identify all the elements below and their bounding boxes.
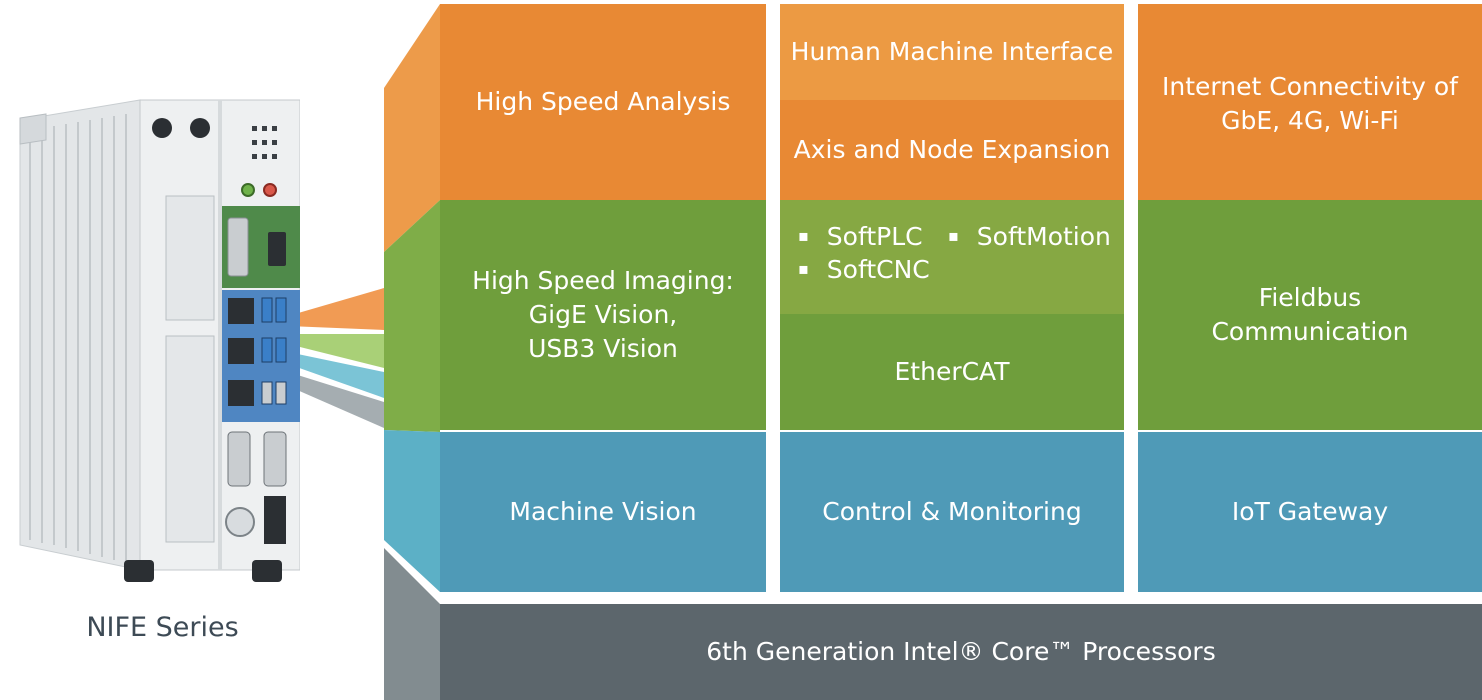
hmi-label: Human Machine Interface [790, 37, 1114, 66]
side-face-green [384, 200, 440, 432]
processor-base-bar: 6th Generation Intel® Core™ Processors [440, 604, 1482, 700]
fieldbus-line1: Fieldbus [1258, 283, 1362, 312]
control-monitoring-label: Control & Monitoring [822, 497, 1082, 526]
ray-blue [288, 352, 384, 398]
iot-gateway-cell: IoT Gateway [1138, 432, 1482, 592]
device-foot-1 [124, 560, 154, 582]
high-speed-imaging-line1: High Speed Imaging: [472, 266, 734, 295]
iot-gateway-label: IoT Gateway [1231, 497, 1389, 526]
softplc-item: SoftPLC [798, 222, 923, 251]
softcnc-label: SoftCNC [826, 255, 930, 284]
ray-green [288, 334, 384, 368]
com-port-2 [263, 431, 287, 487]
power-connector [264, 496, 286, 544]
internet-connectivity-line1: Internet Connectivity of [1162, 72, 1458, 101]
dvi-port [227, 217, 249, 277]
machine-vision-label: Machine Vision [509, 497, 697, 526]
high-speed-imaging-line3: USB3 Vision [528, 334, 678, 363]
hmi-cell: Human Machine Interface [780, 4, 1124, 100]
fin-lines [29, 114, 127, 563]
softcnc-item: SoftCNC [798, 255, 930, 284]
high-speed-imaging-cell: High Speed Imaging: GigE Vision, USB3 Vi… [440, 200, 766, 430]
device-foot-2 [252, 560, 282, 582]
hdmi-port [268, 232, 286, 266]
fieldbus-cell: Fieldbus Communication [1138, 200, 1482, 430]
ray-orange [288, 288, 384, 330]
ethercat-cell: EtherCAT [780, 314, 1124, 430]
softplc-label: SoftPLC [826, 222, 923, 251]
com-port-1 [227, 431, 251, 487]
axis-node-expansion-label: Axis and Node Expansion [793, 135, 1111, 164]
high-speed-analysis-label: High Speed Analysis [475, 87, 731, 116]
internet-connectivity-line2: GbE, 4G, Wi-Fi [1221, 106, 1399, 135]
ethercat-label: EtherCAT [894, 357, 1010, 386]
led-indicators [252, 126, 277, 159]
expansion-cover-2 [165, 335, 215, 543]
side-face-gray [384, 548, 440, 700]
mount-bracket [19, 113, 47, 145]
nife-device-illustration [19, 99, 300, 582]
softmotion-item: SoftMotion [948, 222, 1111, 251]
processor-label: 6th Generation Intel® Core™ Processors [706, 637, 1216, 666]
antenna-port-1 [152, 118, 172, 138]
antenna-port-2 [190, 118, 210, 138]
power-button-icon [225, 507, 255, 537]
internet-connectivity-cell: Internet Connectivity of GbE, 4G, Wi-Fi [1138, 4, 1482, 200]
expansion-cover-1 [165, 195, 215, 321]
audio-jack-green [241, 183, 255, 197]
audio-jack-red [263, 183, 277, 197]
fieldbus-line2: Communication [1211, 317, 1409, 346]
machine-vision-cell: Machine Vision [440, 432, 766, 592]
side-face-blue [384, 430, 440, 592]
softmotion-label: SoftMotion [976, 222, 1111, 251]
lan-ports [228, 298, 254, 406]
front-divider [218, 100, 222, 570]
device-caption: NIFE Series [86, 612, 239, 643]
high-speed-analysis-cell: High Speed Analysis [440, 4, 766, 200]
ray-gray [288, 372, 384, 428]
axis-node-expansion-cell: Axis and Node Expansion [780, 100, 1124, 200]
device-side-fins [19, 99, 141, 571]
soft-functions-cell: SoftPLC SoftMotion SoftCNC [780, 200, 1124, 314]
usb-ports [261, 297, 287, 405]
control-monitoring-cell: Control & Monitoring [780, 432, 1124, 592]
side-face-orange [384, 4, 440, 252]
high-speed-imaging-line2: GigE Vision, [528, 300, 678, 329]
